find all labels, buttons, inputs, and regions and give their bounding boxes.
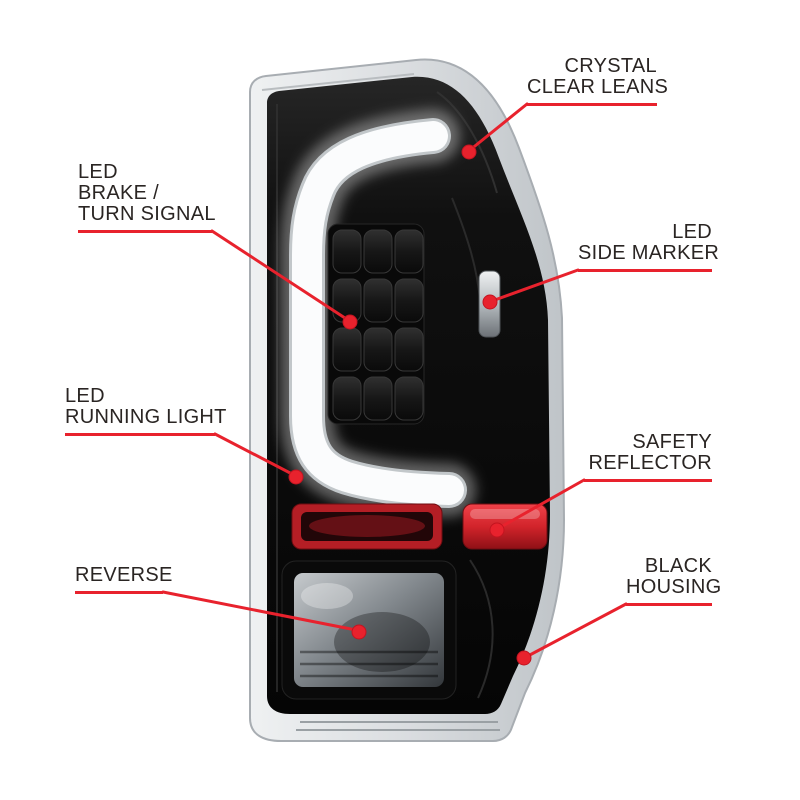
callout-label-line: LED <box>672 221 712 243</box>
reflector-left <box>291 503 443 550</box>
housing-seam-bottom-right <box>469 559 494 699</box>
shell-top-seam <box>261 73 415 91</box>
callout-led-brake-turn-signal: LED BRAKE / TURN SIGNAL <box>78 161 216 233</box>
callout-black-housing: BLACK HOUSING <box>626 555 722 606</box>
callout-label-line: SAFETY <box>632 431 712 453</box>
callout-reverse: REVERSE <box>75 564 173 594</box>
callout-label-line: REFLECTOR <box>588 452 712 474</box>
callout-label-line: BLACK <box>644 555 712 577</box>
callout-label-line: BRAKE / <box>78 182 160 204</box>
callout-label-line: TURN SIGNAL <box>78 203 216 225</box>
callout-label-line: CRYSTAL <box>564 55 657 77</box>
callout-label-line: CLEAR LEANS <box>527 76 669 98</box>
callout-safety-reflector: SAFETY REFLECTOR <box>584 432 712 482</box>
callout-led-running-light: LED RUNNING LIGHT <box>65 385 227 436</box>
led-brake-lens-panel <box>327 223 425 425</box>
callout-label-line: SIDE MARKER <box>578 242 720 264</box>
led-light-bar <box>292 121 464 505</box>
side-marker-lens <box>478 270 501 338</box>
led-brake-lens-array <box>327 223 425 425</box>
callout-led-side-marker: LED SIDE MARKER <box>578 221 720 272</box>
callout-label-line: RUNNING LIGHT <box>65 406 227 428</box>
reverse-light <box>281 560 457 700</box>
callout-label-line: HOUSING <box>626 576 722 598</box>
reflector-right <box>462 503 548 550</box>
callout-label-line: LED <box>78 161 118 183</box>
callout-label-line: LED <box>65 385 105 407</box>
callout-crystal-clear-lens: CRYSTAL CLEAR LEANS <box>527 55 669 106</box>
callout-label-line: REVERSE <box>75 564 173 586</box>
